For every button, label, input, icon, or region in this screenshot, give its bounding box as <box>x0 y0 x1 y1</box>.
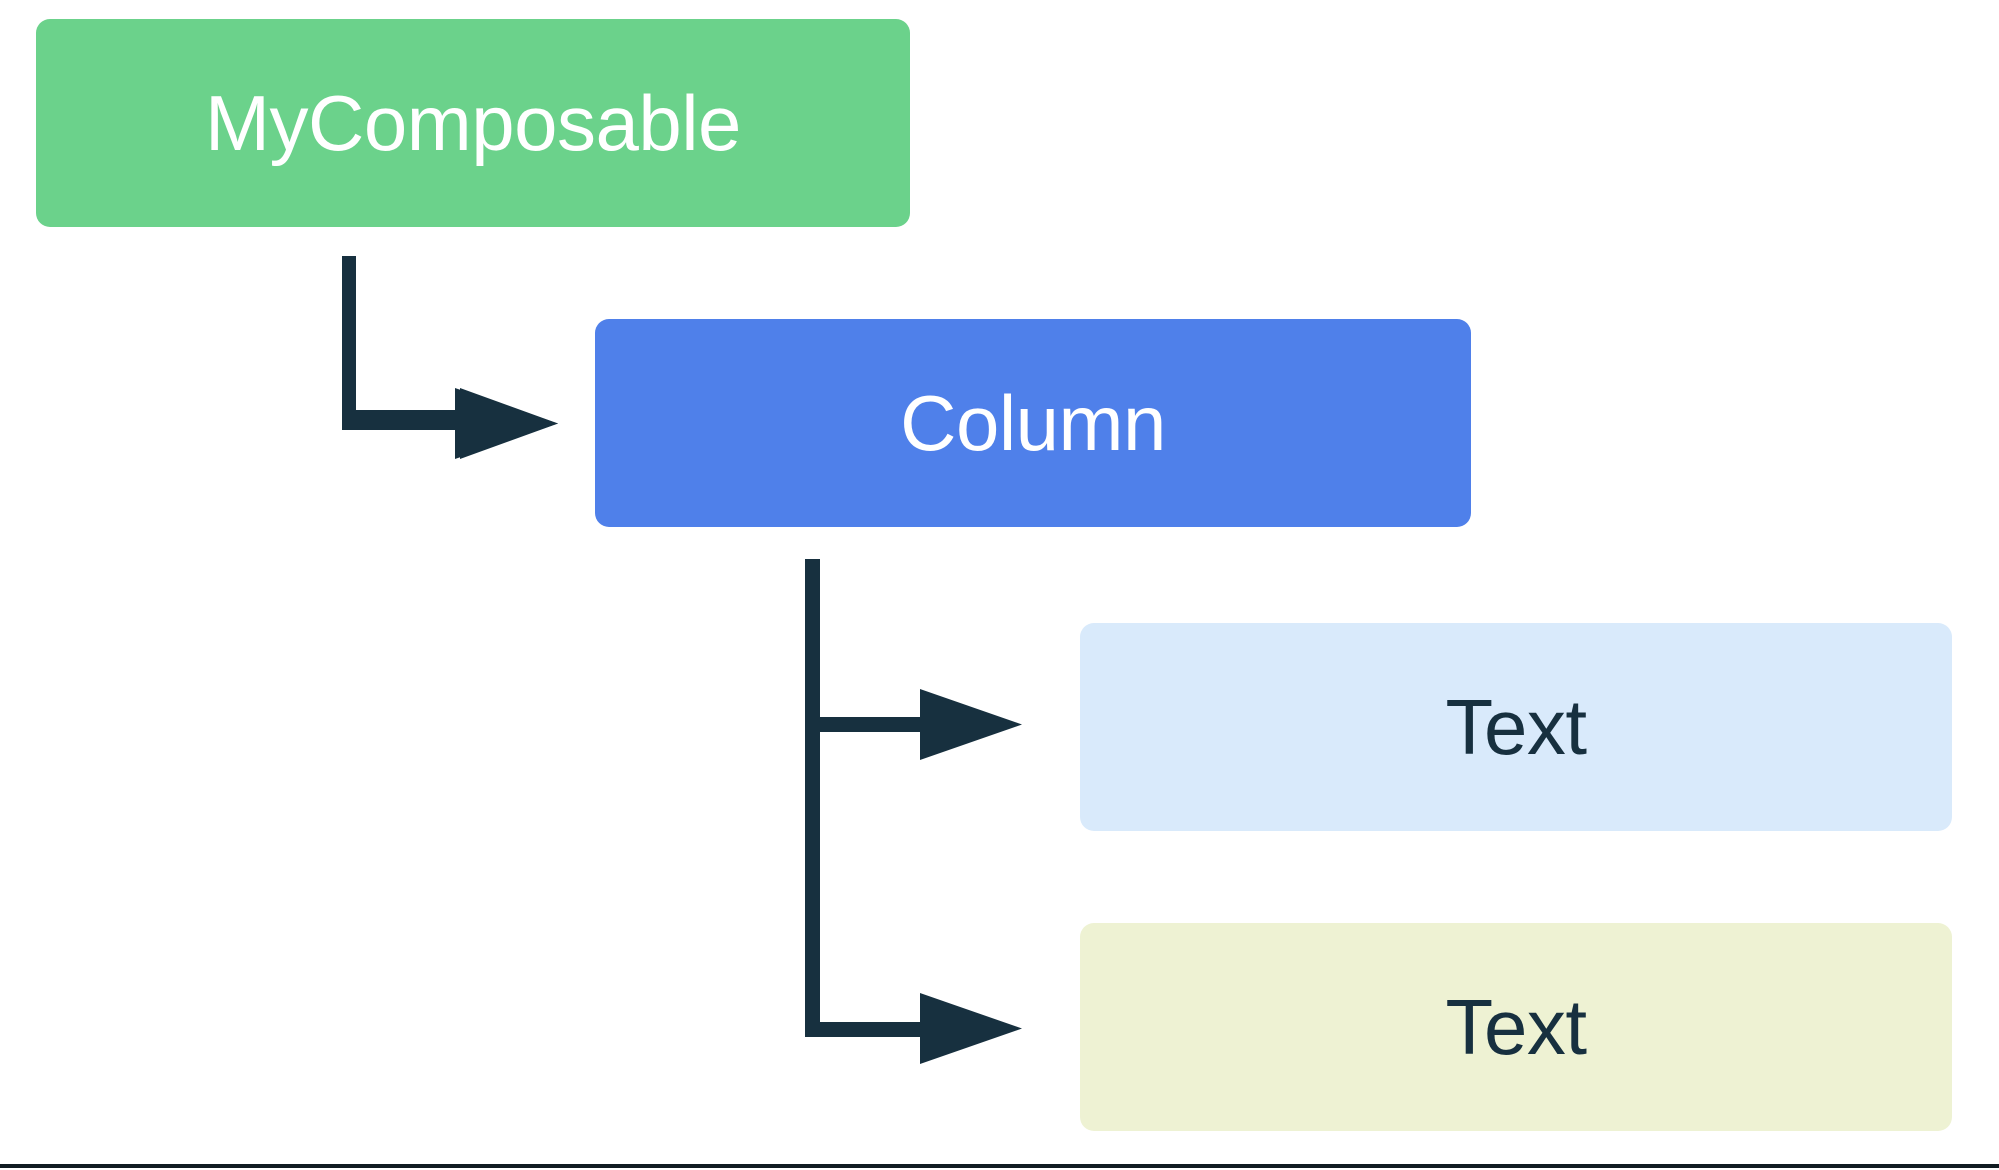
edge-column-trunk <box>805 559 820 1037</box>
edge-column-to-text-1 <box>805 689 1022 760</box>
node-text-2-label: Text <box>1445 983 1587 1071</box>
edge-column-to-text-2 <box>805 993 1022 1064</box>
edge-root-to-column <box>342 256 558 459</box>
page-baseline-rule <box>0 1164 1999 1168</box>
node-column[interactable]: Column <box>595 319 1471 527</box>
node-text-1[interactable]: Text <box>1080 623 1952 831</box>
node-text-2[interactable]: Text <box>1080 923 1952 1131</box>
node-my-composable[interactable]: MyComposable <box>36 19 910 227</box>
node-my-composable-label: MyComposable <box>205 79 741 167</box>
node-column-label: Column <box>900 379 1166 467</box>
node-text-1-label: Text <box>1445 683 1587 771</box>
